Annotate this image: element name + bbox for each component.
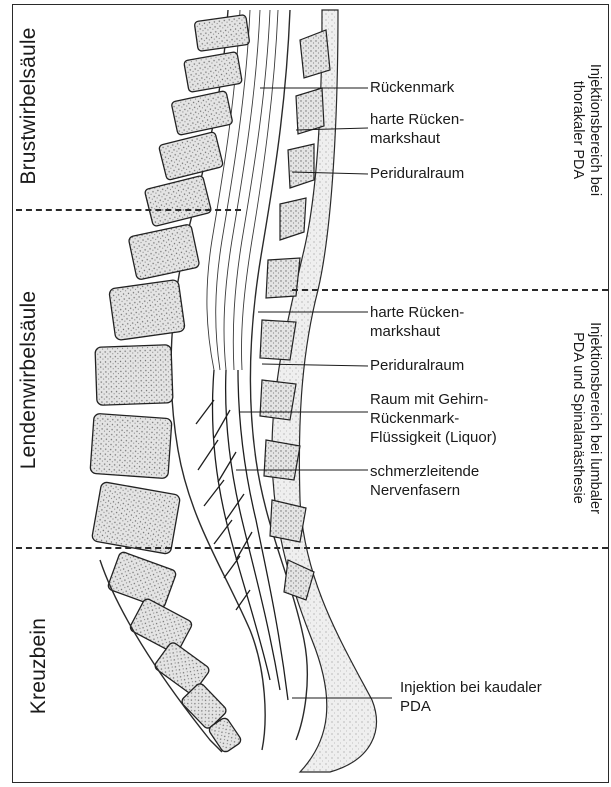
label-dura-upper: harte Rücken- markshaut (370, 110, 464, 148)
label-pain-nerves: schmerzleitende Nervenfasern (370, 462, 479, 500)
side-label-lumbar-line1: Injektionsbereich bei lumbaler (586, 268, 603, 568)
label-dura-upper-line2: markshaut (370, 129, 464, 148)
region-label-thoracic: Brustwirbelsäule (17, 16, 41, 196)
label-epidural-lower: Periduralraum (370, 356, 464, 375)
label-pain-nerves-line2: Nervenfasern (370, 481, 479, 500)
region-label-sacrum: Kreuzbein (27, 616, 51, 716)
label-csf-line1: Raum mit Gehirn- (370, 390, 497, 409)
side-label-thoracic-line2: thorakaler PDA (569, 20, 586, 240)
label-dura-lower-line2: markshaut (370, 322, 464, 341)
label-dura-lower: harte Rücken- markshaut (370, 303, 464, 341)
label-dura-lower-line1: harte Rücken- (370, 303, 464, 322)
label-caudal-injection: Injektion bei kaudaler PDA (400, 678, 542, 716)
label-epidural-upper: Periduralraum (370, 164, 464, 183)
label-dura-upper-line1: harte Rücken- (370, 110, 464, 129)
separator-thoracic-lumbar-left (16, 209, 241, 211)
separator-lumbar-sacrum (16, 547, 608, 549)
label-pain-nerves-line1: schmerzleitende (370, 462, 479, 481)
side-label-thoracic: Injektionsbereich bei thorakaler PDA (569, 20, 603, 240)
label-caudal-line2: PDA (400, 697, 542, 716)
region-label-lumbar: Lendenwirbelsäule (17, 290, 41, 470)
label-csf-line3: Flüssigkeit (Liquor) (370, 428, 497, 447)
label-csf-line2: Rückenmark- (370, 409, 497, 428)
separator-thoracic-lumbar-right (292, 289, 608, 291)
side-label-lumbar-line2: PDA und Spinalanästhesie (569, 268, 586, 568)
label-spinal-cord: Rückenmark (370, 78, 454, 97)
side-label-lumbar: Injektionsbereich bei lumbaler PDA und S… (569, 268, 603, 568)
side-label-thoracic-line1: Injektionsbereich bei (586, 20, 603, 240)
label-csf-space: Raum mit Gehirn- Rückenmark- Flüssigkeit… (370, 390, 497, 447)
label-caudal-line1: Injektion bei kaudaler (400, 678, 542, 697)
